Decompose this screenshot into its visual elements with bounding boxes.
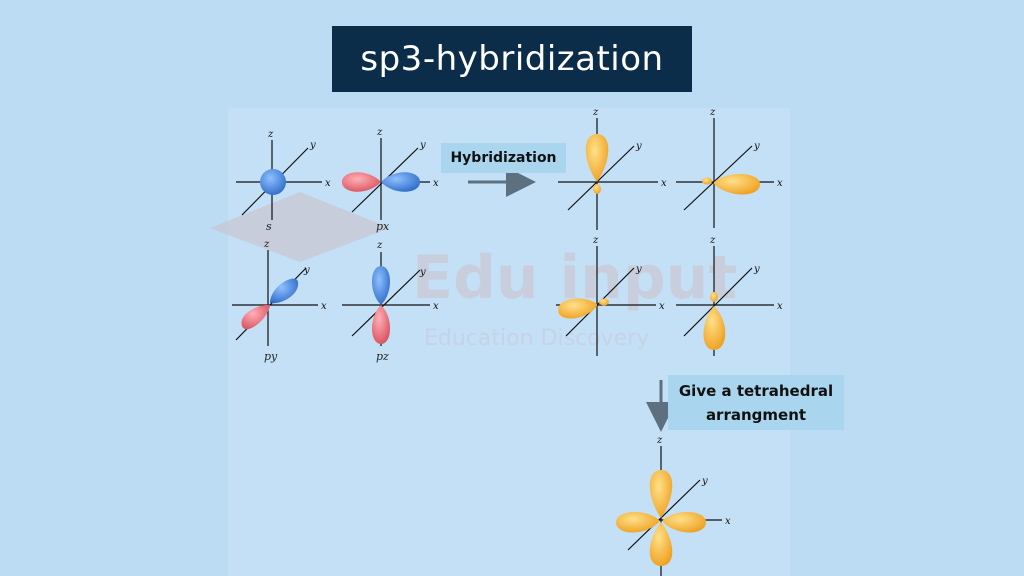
svg-text:z: z: [656, 435, 663, 446]
svg-text:z: z: [267, 129, 274, 140]
tetrahedral-label: Give a tetrahedral arrangment: [668, 375, 844, 430]
svg-text:y: y: [701, 476, 708, 487]
caption-px: px: [376, 220, 390, 233]
px-lobe-positive: [381, 172, 420, 192]
watermark-logo-icon: [210, 192, 390, 262]
tetrahedral-orbitals: x y z: [616, 435, 731, 576]
svg-text:y: y: [309, 140, 316, 151]
sp3-orbital-up: x y z: [558, 107, 667, 230]
caption-s: s: [266, 220, 272, 233]
title-banner: sp3-hybridization: [332, 26, 692, 92]
svg-text:y: y: [303, 265, 310, 276]
svg-text:y: y: [635, 141, 642, 152]
caption-py: py: [264, 350, 278, 363]
svg-text:z: z: [592, 235, 599, 246]
svg-text:z: z: [709, 235, 716, 246]
hybridization-label: Hybridization: [441, 143, 566, 173]
s-orbital-sphere: [260, 169, 286, 195]
svg-text:x: x: [777, 301, 783, 312]
px-orbital-group: x y z px: [342, 127, 439, 233]
caption-pz: pz: [376, 350, 389, 363]
pz-orbital-group: x y z pz: [342, 240, 439, 363]
svg-text:y: y: [635, 264, 642, 275]
sp3-orbital-down: x y z: [676, 235, 783, 356]
svg-text:x: x: [777, 178, 783, 189]
sp3-orbital-left: x y z: [556, 235, 665, 356]
svg-text:x: x: [659, 301, 665, 312]
py-lobe-positive: [270, 278, 299, 304]
pz-lobe-negative: [371, 305, 391, 344]
svg-text:x: x: [325, 178, 331, 189]
svg-text:y: y: [419, 267, 426, 278]
sp3-orbital-right: x y z: [676, 107, 783, 228]
watermark-tagline: Education Discovery: [424, 326, 649, 351]
svg-text:x: x: [433, 301, 439, 312]
page-title: sp3-hybridization: [360, 39, 664, 79]
svg-text:x: x: [433, 178, 439, 189]
svg-text:z: z: [376, 127, 383, 138]
watermark: Edu input Education Discovery: [210, 192, 737, 351]
svg-text:x: x: [725, 516, 731, 527]
svg-text:x: x: [321, 301, 327, 312]
pz-lobe-positive: [371, 266, 391, 305]
svg-text:y: y: [753, 141, 760, 152]
px-lobe-negative: [342, 172, 381, 192]
svg-text:y: y: [753, 264, 760, 275]
py-lobe-negative: [241, 304, 270, 330]
svg-text:z: z: [263, 239, 270, 250]
s-orbital-group: x y z s: [236, 129, 331, 233]
py-orbital-group: x y z py: [232, 239, 327, 363]
svg-text:z: z: [376, 240, 383, 251]
svg-text:y: y: [419, 140, 426, 151]
svg-text:z: z: [592, 107, 599, 118]
svg-text:x: x: [661, 178, 667, 189]
svg-text:z: z: [709, 107, 716, 118]
